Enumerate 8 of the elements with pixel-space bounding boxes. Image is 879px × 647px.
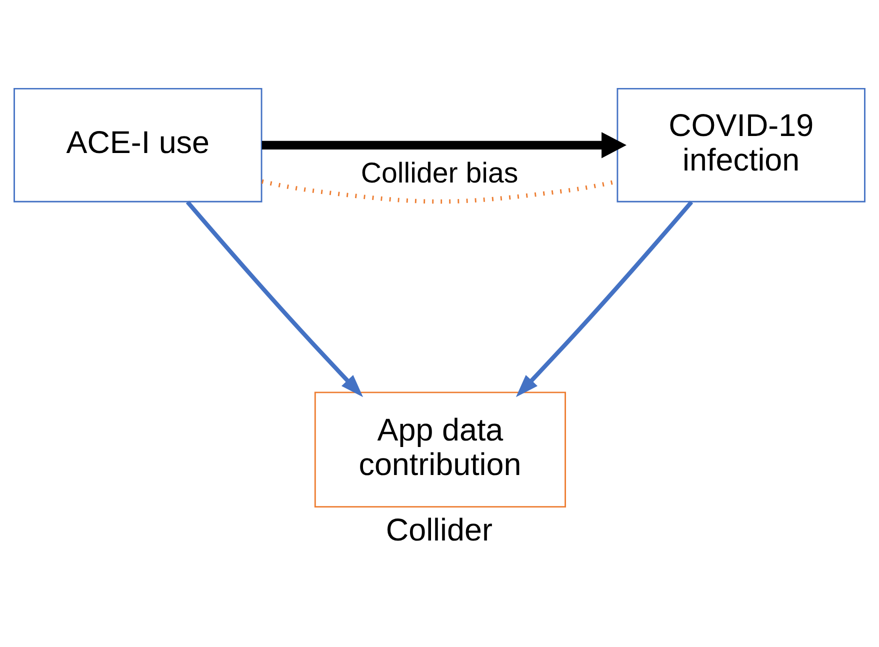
arrow: [262, 132, 626, 158]
node-label: Collider: [386, 512, 492, 548]
node-box: COVID-19 infection: [616, 88, 866, 202]
node-box: App data contribution: [314, 392, 566, 508]
node-box: ACE-I use: [14, 88, 262, 202]
edge-label: Collider bias: [360, 157, 518, 190]
arrow: [516, 200, 694, 398]
arrow: [186, 200, 364, 398]
